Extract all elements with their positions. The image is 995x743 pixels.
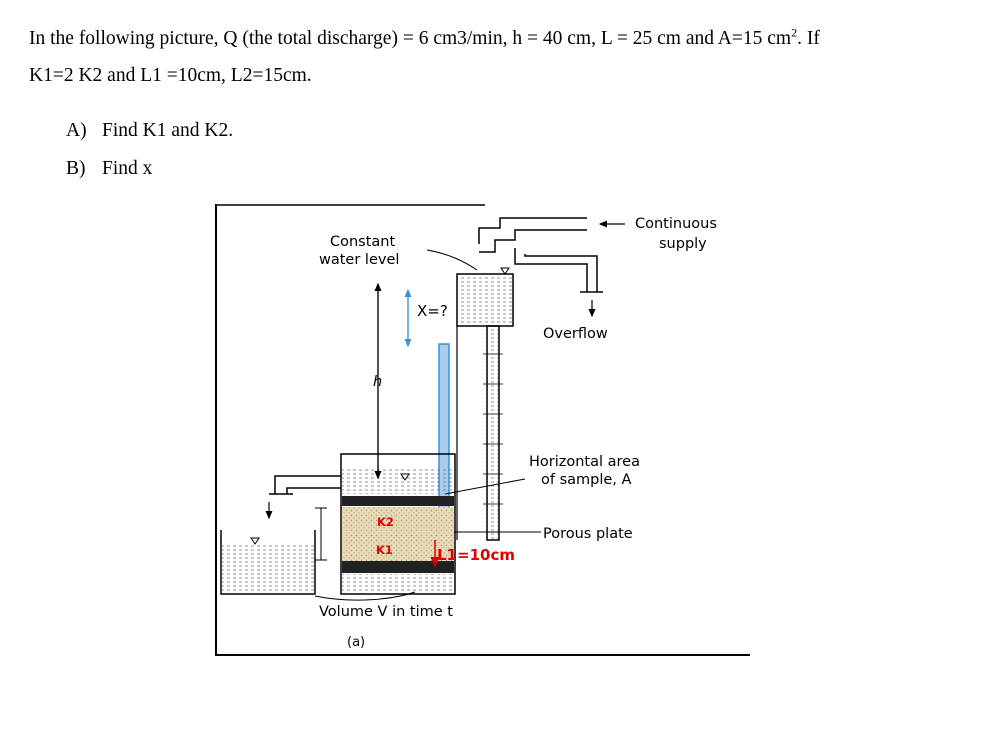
top-porous-plate xyxy=(342,496,454,506)
constant-level-label-2: water level xyxy=(319,252,399,268)
overflow-label: Overflow xyxy=(543,326,608,342)
part-a-text: Find K1 and K2. xyxy=(102,120,234,141)
k1-label: K1 xyxy=(376,543,393,557)
continuous-supply-label-1: Continuous xyxy=(635,216,717,232)
question-parts: A) Find K1 and K2. B) Find x xyxy=(66,112,233,188)
bottom-porous-plate xyxy=(342,561,454,573)
part-b-text: Find x xyxy=(102,158,153,179)
part-b: B) Find x xyxy=(66,150,233,188)
supply-pipe xyxy=(478,217,603,293)
permeameter-diagram: Continuous supply Constant water level X… xyxy=(215,204,750,656)
x-label: X=? xyxy=(417,302,448,320)
porous-plate-label: Porous plate xyxy=(543,526,633,542)
continuous-supply-label-2: supply xyxy=(659,236,707,252)
horizontal-area-label-1: Horizontal area xyxy=(529,454,640,470)
l1-label: L1=10cm xyxy=(437,546,515,564)
panel-label: (a) xyxy=(347,635,365,650)
question-line-1-main: In the following picture, Q (the total d… xyxy=(29,28,792,49)
k2-layer xyxy=(342,507,454,535)
permeameter-figure: Continuous supply Constant water level X… xyxy=(215,204,750,657)
l-dimension xyxy=(315,507,327,561)
part-a: A) Find K1 and K2. xyxy=(66,112,233,150)
k2-label: K2 xyxy=(377,515,394,529)
feed-column xyxy=(456,325,503,541)
question-line-1-end: . If xyxy=(797,28,820,49)
constant-level-label-1: Constant xyxy=(330,234,396,250)
volume-label: Volume V in time t xyxy=(319,604,453,620)
collector-level-mark xyxy=(250,537,260,545)
constant-head-tank xyxy=(456,267,514,327)
question-line-1: In the following picture, Q (the total d… xyxy=(29,20,969,57)
question-line-2: K1=2 K2 and L1 =10cm, L2=15cm. xyxy=(29,65,312,86)
area-unit-superscript: 2 xyxy=(791,25,798,40)
outflow-and-collector xyxy=(220,475,341,595)
collector-water xyxy=(222,544,314,593)
h-label: h xyxy=(373,374,382,390)
horizontal-area-label-2: of sample, A xyxy=(541,472,632,488)
question-text: In the following picture, Q (the total d… xyxy=(29,20,969,94)
part-a-label: A) xyxy=(66,120,87,141)
figure-frame xyxy=(215,204,750,656)
part-b-label: B) xyxy=(66,158,86,179)
sample-cylinder xyxy=(340,453,456,595)
